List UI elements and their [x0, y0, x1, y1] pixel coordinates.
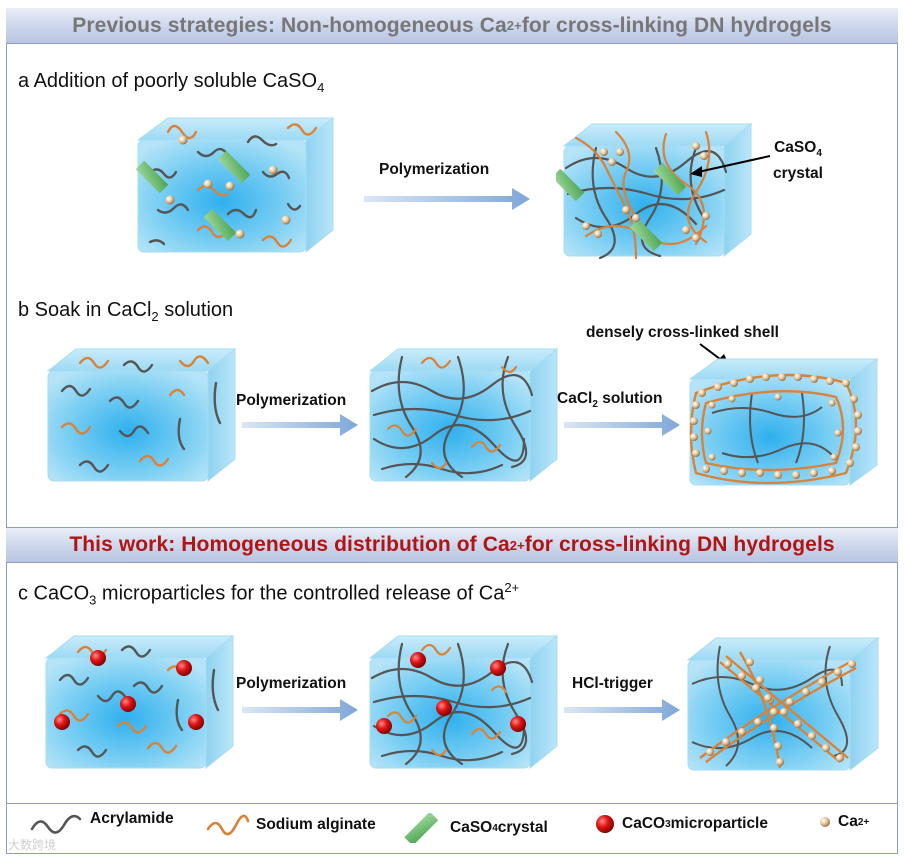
polymerization-label-b: Polymerization	[236, 392, 346, 410]
arrow-c2	[562, 697, 682, 723]
legend-caso4-prefix: CaSO	[450, 819, 492, 837]
legend-ca-prefix: Ca	[838, 813, 858, 831]
hydrogel-cube-c-crosslinked	[680, 632, 884, 777]
banner-mid-sup: 2+	[510, 538, 525, 553]
legend-caco3-suffix: microparticle	[671, 815, 768, 833]
arrow-pointer-caso4	[684, 150, 774, 180]
caso4-crystal-icon	[402, 813, 444, 843]
watermark: 大数跨境	[8, 836, 56, 853]
section-c-title: c CaCO3 microparticles for the controlle…	[18, 580, 519, 608]
polymerization-label-a: Polymerization	[379, 161, 489, 179]
section-b-suffix: solution	[159, 299, 234, 321]
section-c-prefix: c CaCO	[18, 583, 89, 605]
ca-ion-icon	[818, 815, 832, 829]
caso4-label-sub: 4	[816, 148, 822, 159]
densely-cross-linked-shell-label: densely cross-linked shell	[586, 324, 779, 342]
hydrogel-cube-c-polymerized	[362, 630, 562, 775]
hydrogel-cube-b-polymerized	[362, 343, 562, 488]
polymerization-label-c: Polymerization	[236, 675, 346, 693]
hydrogel-cube-b-shell	[682, 353, 882, 493]
banner-mid-suffix: for cross-linking DN hydrogels	[525, 533, 835, 557]
hydrogel-cube-c-initial	[38, 630, 238, 775]
section-b-sub: 2	[151, 309, 158, 324]
hydrogel-cube-a-polymerized	[556, 118, 756, 263]
alginate-icon	[204, 813, 250, 837]
arrow-b2	[562, 412, 682, 438]
caso4-label-prefix: CaSO	[774, 139, 816, 156]
hydrogel-cube-b-initial	[40, 343, 240, 488]
section-a-sub: 4	[317, 80, 324, 95]
section-c-sup: 2+	[504, 580, 519, 595]
legend-alginate-label: Sodium alginate	[256, 816, 376, 834]
section-c-mid: microparticles for the controlled releas…	[96, 583, 504, 605]
banner-this-work: This work: Homogeneous distribution of C…	[6, 527, 898, 563]
legend-ca-sup: 2+	[858, 817, 869, 828]
arrow-c1	[240, 697, 360, 723]
legend-acrylamide: Acrylamide	[28, 813, 174, 837]
section-a-prefix: a Addition of poorly soluble CaSO	[18, 70, 317, 92]
arrow-b1	[240, 412, 360, 438]
arrow-a	[362, 186, 532, 212]
cacl2-suffix: solution	[598, 390, 663, 407]
cacl2-prefix: CaCl	[557, 390, 592, 407]
banner-top-sup: 2+	[507, 18, 522, 33]
banner-mid-prefix: This work: Homogeneous distribution of C…	[69, 533, 509, 557]
section-b-title: b Soak in CaCl2 solution	[18, 299, 233, 324]
cacl2-solution-label: CaCl2 solution	[557, 390, 662, 410]
legend-acrylamide-label: Acrylamide	[90, 810, 174, 828]
section-a-title: a Addition of poorly soluble CaSO4	[18, 70, 324, 95]
caco3-microparticle-icon	[594, 813, 616, 835]
caso4-crystal-label: CaSO4 crystal	[773, 138, 823, 184]
hcl-trigger-label: HCl-trigger	[572, 675, 653, 693]
crystal-label: crystal	[773, 165, 823, 182]
legend-caco3-prefix: CaCO	[622, 815, 665, 833]
legend-alginate: Sodium alginate	[204, 813, 376, 837]
acrylamide-icon	[28, 813, 84, 837]
legend-caso4-suffix: crystal	[498, 819, 548, 837]
banner-top-suffix: for cross-linking DN hydrogels	[522, 14, 832, 38]
banner-top-prefix: Previous strategies: Non-homogeneous Ca	[72, 14, 506, 38]
hydrogel-cube-a-initial	[128, 112, 338, 257]
section-b-prefix: b Soak in CaCl	[18, 299, 151, 321]
